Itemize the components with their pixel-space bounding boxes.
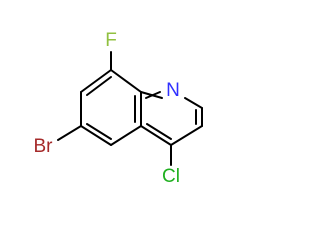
bond-c5-c6 bbox=[80, 125, 112, 146]
bond-c4a-c5 bbox=[110, 125, 142, 146]
nitrogen-atom-label: N bbox=[166, 80, 180, 101]
bond-c7-c8 bbox=[80, 69, 112, 93]
bond-c8-c8a bbox=[110, 69, 142, 93]
bond-c4-c4a-inner bbox=[146, 123, 172, 140]
fluorine-atom-label: F bbox=[105, 30, 117, 51]
bond-c5-c6-inner bbox=[86, 123, 112, 140]
bond-c6-br bbox=[57, 125, 82, 141]
bond-n1-c2 bbox=[184, 97, 203, 109]
molecule-canvas: F N Br Cl bbox=[34, 30, 203, 187]
bond-c8a-n1-inner bbox=[145, 91, 161, 99]
bond-c4-c4a bbox=[140, 125, 172, 146]
bond-lines bbox=[57, 51, 203, 166]
bromine-atom-label: Br bbox=[34, 136, 54, 157]
bond-c3-c4 bbox=[170, 125, 203, 146]
bond-c7-c8-inner bbox=[86, 76, 112, 96]
chlorine-atom-label: Cl bbox=[162, 166, 180, 187]
structure-diagram: F N Br Cl bbox=[34, 30, 203, 187]
